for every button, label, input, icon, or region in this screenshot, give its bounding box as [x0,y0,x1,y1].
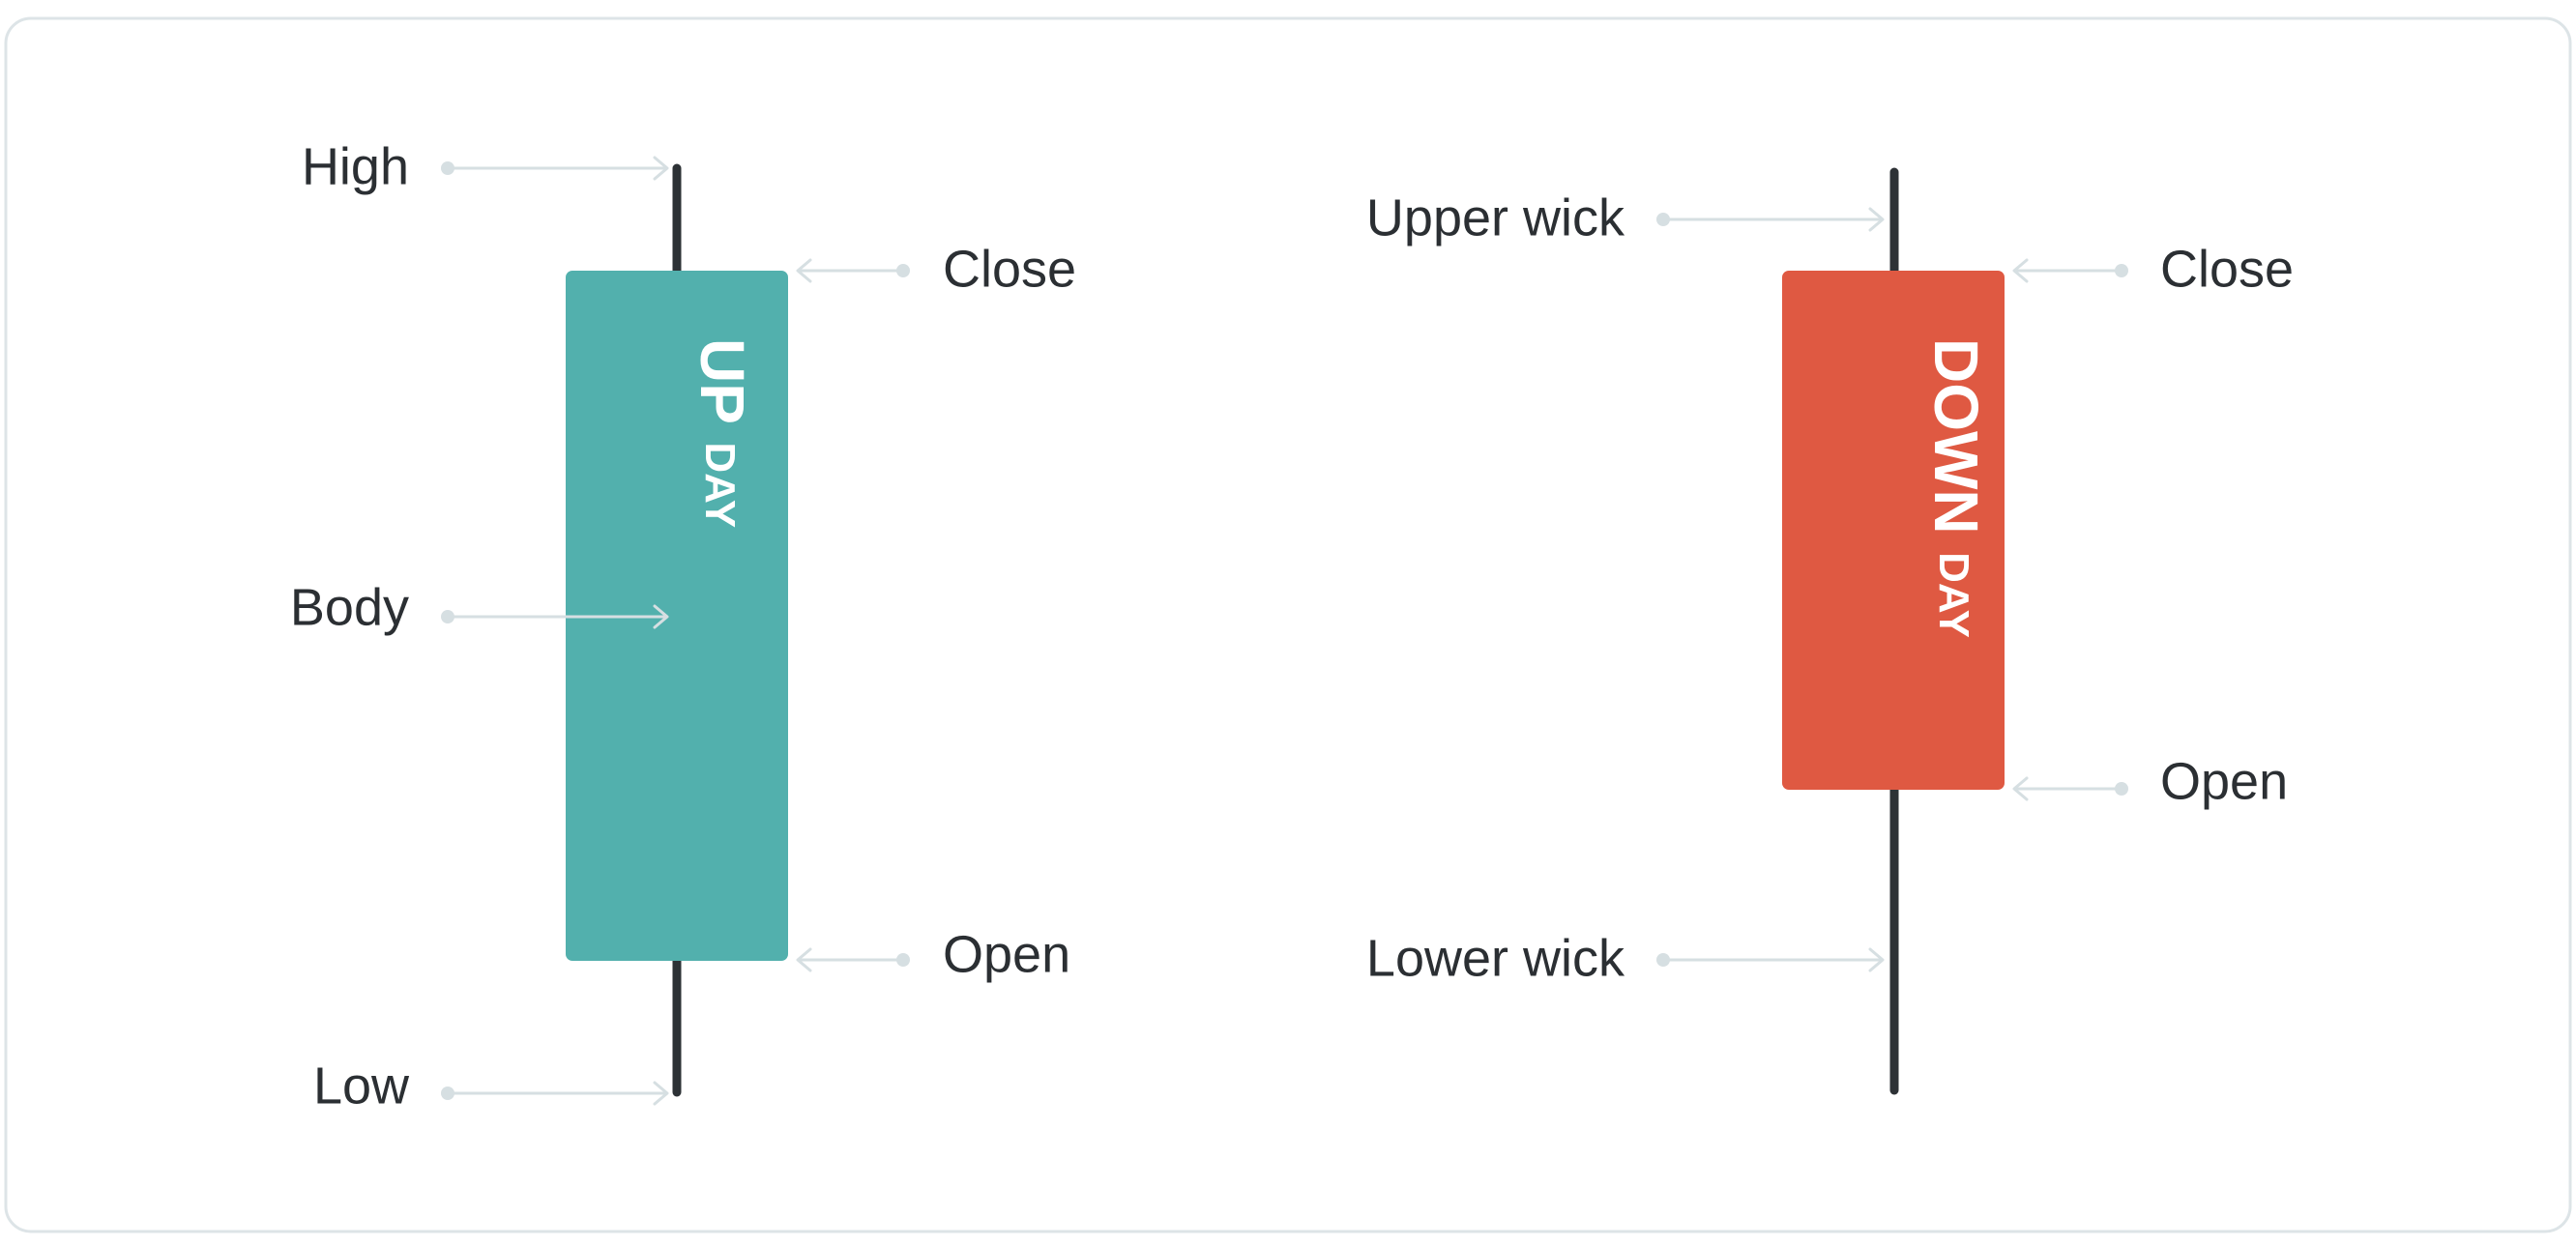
up-low-label: Low [313,1057,410,1115]
leader-arrowhead [1868,947,1885,972]
up-body-label: Body [290,578,409,636]
up-close-label: Close [943,240,1076,298]
leader-arrowhead [1868,207,1885,232]
leader-arrowhead [796,258,812,283]
down-close-label: Close [2160,240,2294,298]
down-candle: DOWN DAY [1782,167,2005,1095]
down-upper-wick-label: Upper wick [1366,188,1625,246]
up-open-annotation: Open [796,925,1070,983]
leader-arrowhead [653,156,669,181]
leader-arrowhead [796,947,812,972]
leader-arrowhead [2012,776,2029,801]
down-lower-wick-label: Lower wick [1366,929,1625,987]
up-high-label: High [302,137,409,195]
leader-arrowhead [653,604,669,629]
up-high-annotation: High [302,137,669,195]
down-word-small: DAY [1930,552,1977,638]
down-upper-wick-annotation: Upper wick [1366,188,1885,246]
down-open-annotation: Open [2012,752,2288,810]
leader-arrowhead [653,1081,669,1106]
up-low-annotation: Low [313,1057,669,1115]
down-open-label: Open [2160,752,2288,810]
up-close-annotation: Close [796,240,1076,298]
down-close-annotation: Close [2012,240,2294,298]
down-word-main: DOWN [1921,338,1991,535]
up-body-annotation: Body [290,578,669,636]
down-candle-body-word: DOWN DAY [1921,338,1991,638]
up-word-main: UP [688,338,757,424]
down-candle-body [1782,271,2005,790]
leader-arrowhead [2012,258,2029,283]
up-candle: UP DAY [566,163,788,1097]
down-lower-wick-annotation: Lower wick [1366,929,1885,987]
up-candle-body-word: UP DAY [688,338,757,528]
up-word-small: DAY [696,442,744,528]
up-candle-body [566,271,788,961]
up-open-label: Open [943,925,1070,983]
